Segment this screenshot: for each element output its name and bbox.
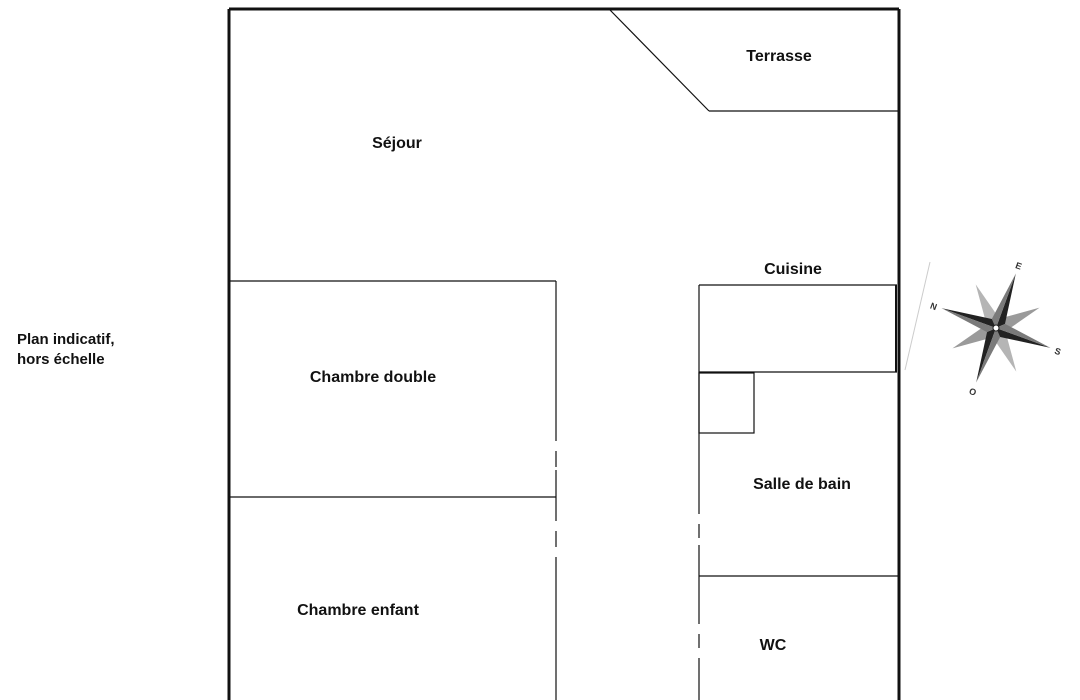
room-label-chambre-double: Chambre double — [310, 369, 436, 386]
terrace-diagonal-wall — [609, 9, 710, 112]
compass-guide-line — [904, 261, 931, 371]
compass-letter-east: E — [1014, 260, 1023, 271]
compass-rose-icon: E O S N — [929, 260, 1062, 398]
room-label-salle-de-bain: Salle de bain — [753, 476, 851, 493]
compass-main-points — [941, 273, 1051, 383]
service-walls — [698, 284, 898, 700]
plan-note-line-1: Plan indicatif, — [17, 331, 115, 348]
shower-tray — [698, 372, 755, 434]
room-label-terrasse: Terrasse — [746, 48, 812, 65]
compass-center — [992, 324, 1000, 332]
plan-note: Plan indicatif, hors échelle — [17, 330, 115, 370]
compass-letter-west: O — [968, 386, 978, 398]
room-label-chambre-enfant: Chambre enfant — [297, 602, 419, 619]
terrace-walls — [609, 9, 898, 112]
room-label-cuisine: Cuisine — [764, 261, 822, 278]
room-labels: Séjour Terrasse Cuisine Chambre double C… — [297, 48, 851, 654]
bedroom-walls — [229, 280, 557, 700]
compass-secondary-points — [952, 284, 1040, 372]
room-label-sejour: Séjour — [372, 135, 422, 152]
outer-walls — [227, 7, 901, 700]
compass-letter-north: N — [929, 301, 939, 313]
room-label-wc: WC — [760, 637, 787, 654]
plan-note-line-2: hors échelle — [17, 351, 105, 368]
compass-letter-south: S — [1053, 346, 1062, 357]
